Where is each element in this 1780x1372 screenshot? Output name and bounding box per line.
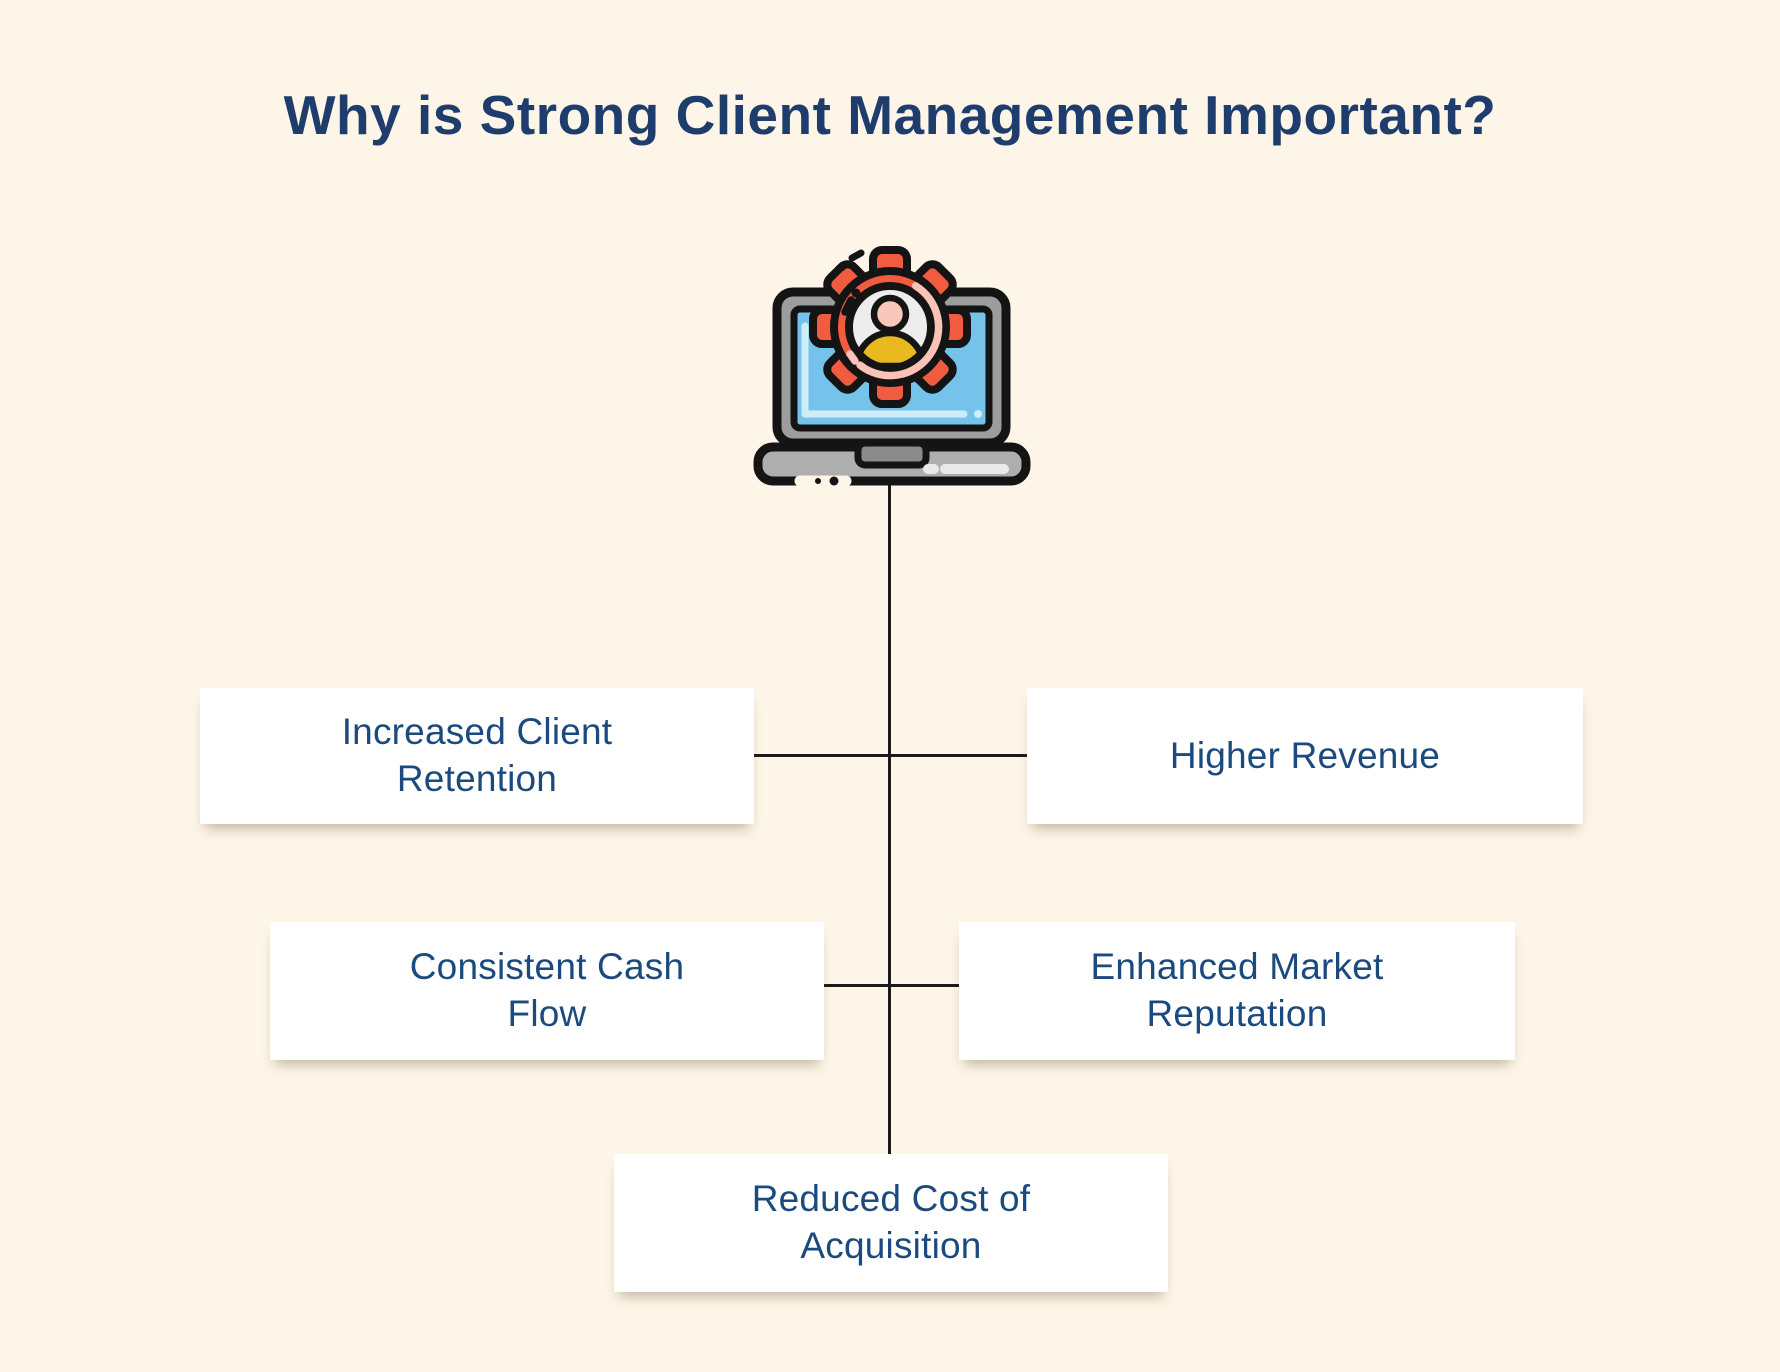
laptop-base (753, 439, 1031, 487)
laptop-gear-user-icon (753, 246, 1031, 487)
gear-icon (809, 246, 971, 408)
node-higher-revenue: Higher Revenue (1027, 688, 1583, 824)
node-label: Consistent Cash Flow (409, 946, 685, 1034)
node-label: Enhanced Market Reputation (1090, 946, 1384, 1034)
node-label: Higher Revenue (1169, 734, 1441, 776)
node-reduced-cost-of-acquisition: Reduced Cost of Acquisition (614, 1154, 1168, 1292)
node-label: Reduced Cost of Acquisition (751, 1178, 1031, 1266)
page-title: Why is Strong Client Management Importan… (283, 84, 1497, 146)
connector-row2-horizontal (824, 984, 959, 987)
connector-row1-horizontal (754, 754, 1027, 757)
connector-center-vertical (888, 480, 891, 1158)
node-enhanced-market-reputation: Enhanced Market Reputation (959, 922, 1515, 1060)
node-consistent-cash-flow: Consistent Cash Flow (270, 922, 824, 1060)
node-label: Increased Client Retention (341, 711, 613, 799)
node-increased-client-retention: Increased Client Retention (200, 688, 754, 824)
